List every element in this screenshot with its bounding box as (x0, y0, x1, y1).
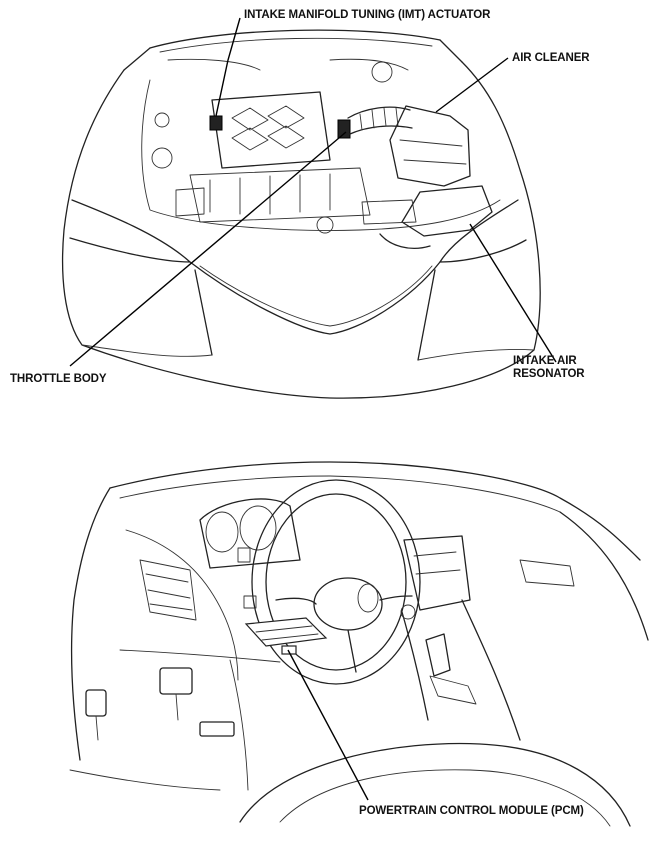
pedal (85, 689, 107, 717)
intake-manifold (211, 91, 331, 169)
instrument-cluster (199, 498, 301, 569)
pcm-label: POWERTRAIN CONTROL MODULE (PCM) (359, 805, 584, 817)
pedal (199, 721, 235, 737)
intake-air-resonator-label-line1: INTAKE AIR (513, 355, 577, 367)
imt-actuator-label: INTAKE MANIFOLD TUNING (IMT) ACTUATOR (244, 9, 491, 21)
dashboard-top (109, 461, 641, 561)
front-grille (189, 261, 441, 335)
imt-leader (215, 17, 241, 117)
left-headlight (69, 199, 191, 263)
throttle-body-label: THROTTLE BODY (10, 373, 107, 385)
gear-shifter (425, 633, 451, 677)
center-console (403, 535, 471, 611)
air-cleaner-label: AIR CLEANER (512, 52, 590, 64)
hood-outline (149, 29, 441, 49)
throttle-body-leader (69, 131, 347, 367)
car-body-outline (61, 61, 541, 399)
pcm-leader (287, 649, 369, 801)
pedal (159, 667, 193, 695)
resonator-leader (469, 223, 557, 363)
air-cleaner-leader (435, 57, 509, 113)
intake-air-resonator-part (401, 185, 493, 237)
throttle-body-part (337, 119, 351, 139)
steering-wheel (251, 479, 421, 685)
engine-compartment-illustration (61, 17, 557, 399)
pcm-part (244, 617, 328, 647)
intake-air-resonator-label-line2: RESONATOR (513, 368, 585, 380)
air-cleaner-part (389, 105, 471, 187)
imt-actuator-part (209, 115, 223, 131)
